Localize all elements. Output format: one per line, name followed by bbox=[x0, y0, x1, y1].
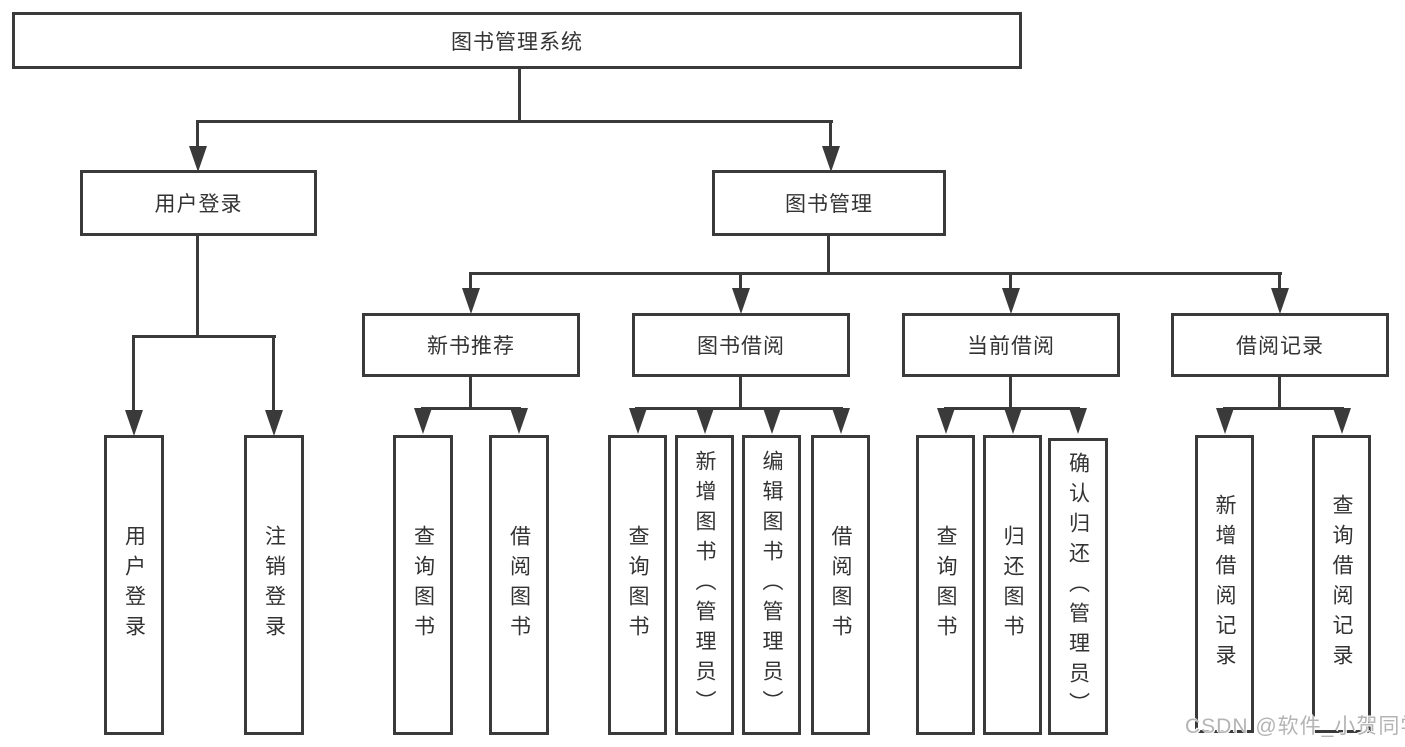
node-user-login: 用户登录 bbox=[80, 170, 317, 236]
leaf-logout-label: 注销登录 bbox=[262, 525, 286, 645]
connector-line bbox=[739, 377, 742, 407]
connector-line bbox=[518, 68, 521, 122]
leaf-borrow-borrow-book: 借阅图书 bbox=[811, 435, 870, 735]
down-arrow-icon bbox=[629, 408, 647, 434]
down-arrow-icon bbox=[125, 410, 143, 436]
leaf-newbook-query-book-label: 查询图书 bbox=[411, 525, 435, 645]
leaf-edit-book-admin: 编辑图书（管理员） bbox=[742, 435, 801, 735]
down-arrow-icon bbox=[832, 408, 850, 434]
connector-line bbox=[635, 407, 843, 410]
connector-line bbox=[469, 274, 472, 290]
node-new-book-recommend: 新书推荐 bbox=[362, 313, 580, 377]
node-borrow-record-label: 借阅记录 bbox=[1236, 335, 1324, 358]
connector-line bbox=[1223, 407, 1344, 410]
node-current-borrow-label: 当前借阅 bbox=[967, 335, 1055, 358]
down-arrow-icon bbox=[1216, 408, 1234, 434]
connector-line bbox=[196, 120, 833, 123]
leaf-add-borrow-record: 新增借阅记录 bbox=[1195, 435, 1254, 733]
leaf-borrow-query-book-label: 查询图书 bbox=[626, 525, 649, 645]
node-book-management-label: 图书管理 bbox=[785, 193, 873, 216]
leaf-confirm-return-admin: 确认归还（管理员） bbox=[1048, 438, 1108, 735]
down-arrow-icon bbox=[1069, 408, 1087, 434]
node-root: 图书管理系统 bbox=[12, 12, 1022, 69]
connector-line bbox=[1009, 274, 1012, 290]
leaf-logout: 注销登录 bbox=[244, 435, 304, 735]
node-book-borrow-label: 图书借阅 bbox=[697, 335, 785, 358]
leaf-confirm-return-admin-label: 确认归还（管理员） bbox=[1066, 451, 1090, 722]
leaf-user-login-label: 用户登录 bbox=[122, 525, 146, 645]
connector-line bbox=[827, 236, 830, 272]
down-arrow-icon bbox=[1333, 408, 1351, 434]
leaf-newbook-borrow-book-label: 借阅图书 bbox=[507, 525, 531, 645]
down-arrow-icon bbox=[1004, 408, 1022, 434]
down-arrow-icon bbox=[1271, 288, 1289, 314]
csdn-watermark: CSDN @软件_小贺同学 bbox=[1185, 715, 1405, 738]
down-arrow-icon bbox=[414, 408, 432, 434]
down-arrow-icon bbox=[763, 408, 781, 434]
leaf-borrow-borrow-book-label: 借阅图书 bbox=[829, 525, 852, 645]
down-arrow-icon bbox=[822, 146, 840, 172]
leaf-return-book-label: 归还图书 bbox=[1001, 525, 1024, 645]
leaf-add-book-admin-label: 新增图书（管理员） bbox=[693, 450, 716, 720]
leaf-current-query-book-label: 查询图书 bbox=[934, 525, 957, 645]
connector-line bbox=[739, 274, 742, 290]
connector-line bbox=[196, 122, 199, 148]
leaf-current-query-book: 查询图书 bbox=[916, 435, 975, 735]
node-user-login-label: 用户登录 bbox=[154, 193, 243, 216]
leaf-newbook-borrow-book: 借阅图书 bbox=[489, 435, 549, 735]
down-arrow-icon bbox=[696, 408, 714, 434]
connector-line bbox=[272, 337, 275, 412]
connector-line bbox=[132, 337, 135, 412]
leaf-user-login: 用户登录 bbox=[104, 435, 164, 735]
connector-line bbox=[469, 272, 1282, 275]
connector-line bbox=[132, 335, 276, 338]
leaf-edit-book-admin-label: 编辑图书（管理员） bbox=[760, 450, 783, 720]
leaf-add-borrow-record-label: 新增借阅记录 bbox=[1213, 494, 1236, 674]
down-arrow-icon bbox=[1002, 288, 1020, 314]
connector-line bbox=[829, 122, 832, 148]
connector-line bbox=[1009, 377, 1012, 407]
node-book-management: 图书管理 bbox=[712, 170, 946, 236]
leaf-return-book: 归还图书 bbox=[983, 435, 1042, 735]
connector-line bbox=[1278, 274, 1281, 290]
connector-line bbox=[1278, 377, 1281, 407]
node-root-label: 图书管理系统 bbox=[451, 30, 583, 54]
node-book-borrow: 图书借阅 bbox=[632, 313, 850, 377]
leaf-newbook-query-book: 查询图书 bbox=[393, 435, 453, 735]
leaf-query-borrow-record: 查询借阅记录 bbox=[1312, 435, 1371, 733]
down-arrow-icon bbox=[732, 288, 750, 314]
connector-line bbox=[196, 236, 199, 335]
leaf-borrow-query-book: 查询图书 bbox=[608, 435, 667, 735]
node-borrow-record: 借阅记录 bbox=[1171, 313, 1389, 377]
connector-line bbox=[421, 407, 521, 410]
connector-line bbox=[469, 377, 472, 407]
down-arrow-icon bbox=[510, 408, 528, 434]
down-arrow-icon bbox=[265, 410, 283, 436]
down-arrow-icon bbox=[462, 288, 480, 314]
down-arrow-icon bbox=[937, 408, 955, 434]
leaf-add-book-admin: 新增图书（管理员） bbox=[675, 435, 734, 735]
node-current-borrow: 当前借阅 bbox=[902, 313, 1120, 377]
node-new-book-recommend-label: 新书推荐 bbox=[427, 335, 515, 358]
leaf-query-borrow-record-label: 查询借阅记录 bbox=[1330, 494, 1353, 674]
down-arrow-icon bbox=[189, 146, 207, 172]
